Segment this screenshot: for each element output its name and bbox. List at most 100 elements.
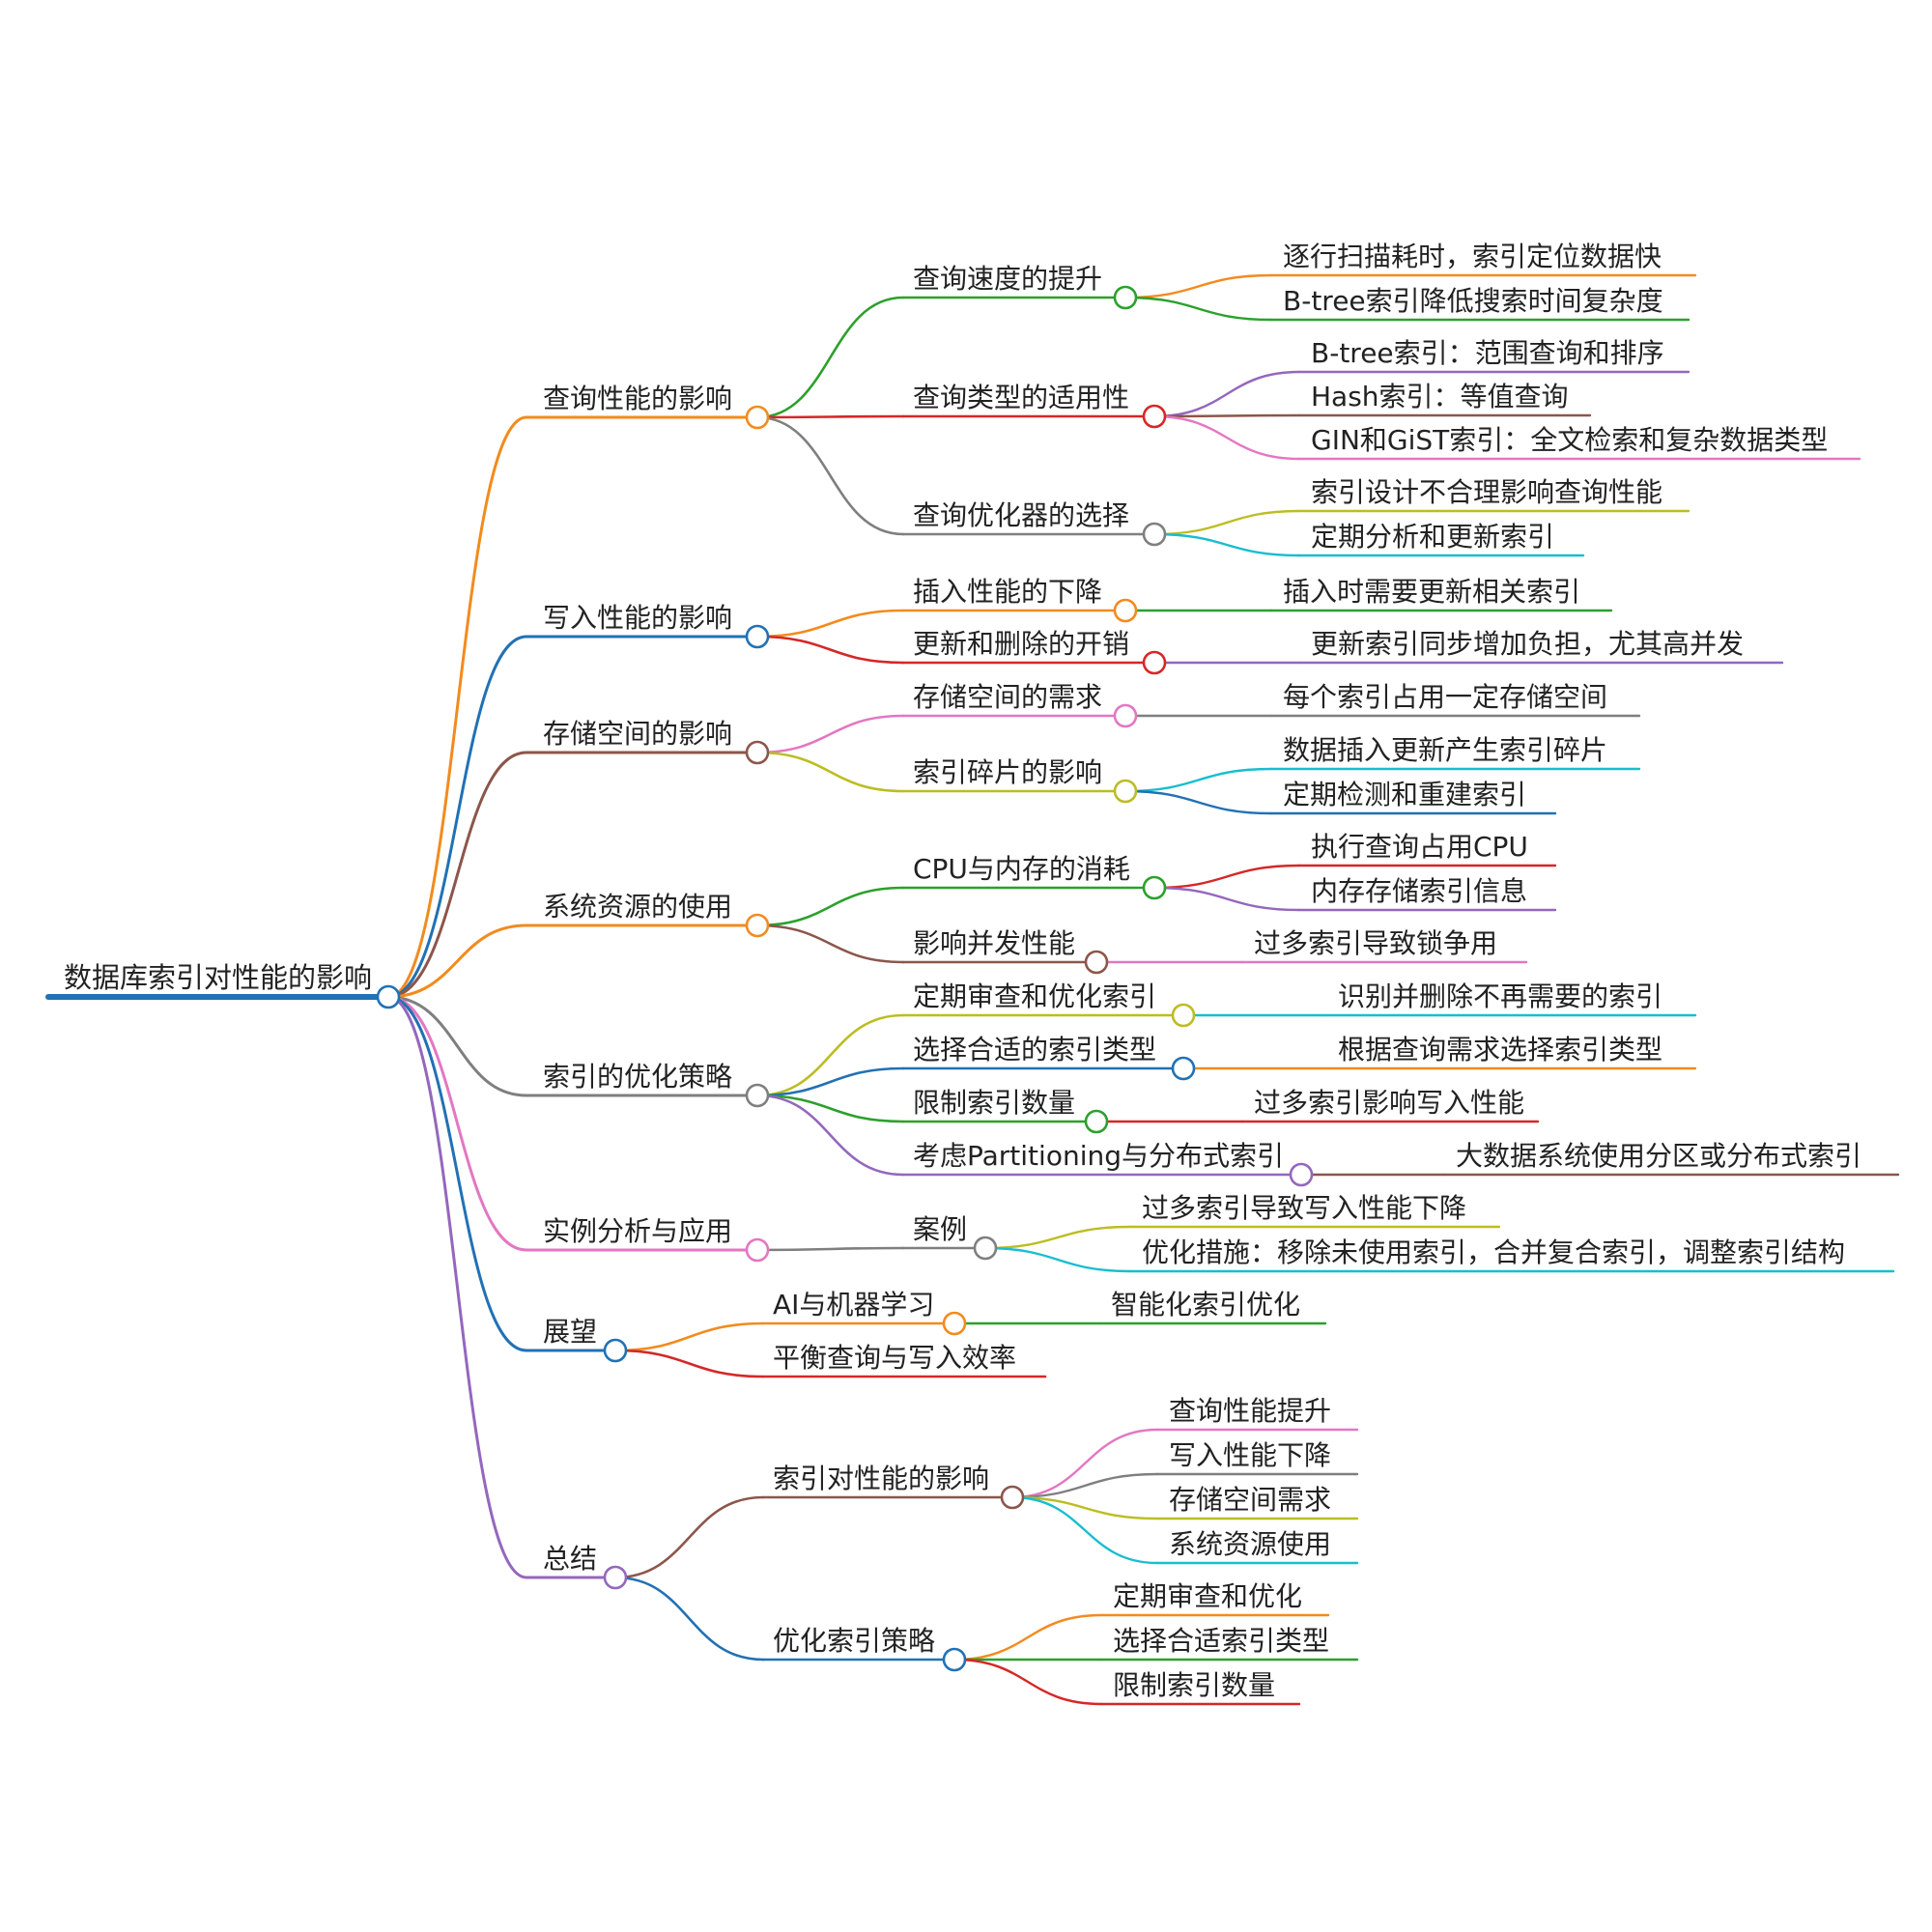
detail-label: 逐行扫描耗时，索引定位数据快 — [1283, 241, 1662, 272]
subtopic-node[interactable] — [1113, 703, 1138, 728]
detail-label: 过多索引导致锁争用 — [1254, 927, 1497, 959]
detail-label: 根据查询需求选择索引类型 — [1338, 1034, 1662, 1065]
subtopic-connector — [755, 635, 905, 665]
subtopic-label: 选择合适的索引类型 — [913, 1034, 1156, 1065]
subtopic-label: 考虑Partitioning与分布式索引 — [913, 1140, 1284, 1172]
branch-node[interactable] — [745, 624, 770, 649]
subtopic-node[interactable] — [1142, 650, 1167, 675]
branch-node[interactable] — [745, 1237, 770, 1263]
branch-label: 索引的优化策略 — [543, 1061, 732, 1093]
subtopic-connector — [755, 296, 905, 419]
detail-connector — [1152, 886, 1301, 912]
subtopic-node[interactable] — [1171, 1056, 1196, 1081]
subtopic-connector — [755, 1094, 905, 1177]
root-label: 数据库索引对性能的影响 — [64, 961, 372, 994]
detail-label: 定期检测和重建索引 — [1283, 779, 1526, 810]
node-circle-layer — [376, 285, 1314, 1672]
branch-node[interactable] — [745, 740, 770, 765]
detail-connector — [1123, 767, 1273, 793]
underline-layer — [45, 273, 1900, 1706]
branch-connector — [386, 751, 528, 999]
label-layer: 数据库索引对性能的影响 查询性能的影响 查询速度的提升 逐行扫描耗时，索引定位数据快 B… — [64, 241, 1861, 1701]
subtopic-node[interactable] — [942, 1311, 967, 1336]
subtopic-connector — [755, 751, 905, 793]
detail-connector — [1152, 509, 1301, 536]
detail-label: 写入性能下降 — [1169, 1439, 1331, 1471]
subtopic-node[interactable] — [973, 1236, 998, 1261]
branch-node[interactable] — [603, 1565, 628, 1590]
subtopic-node[interactable] — [1289, 1162, 1314, 1187]
subtopic-connector — [755, 609, 905, 639]
detail-connector — [1123, 296, 1273, 322]
connector-layer — [386, 273, 1446, 1706]
branch-label: 总结 — [543, 1543, 597, 1575]
subtopic-node[interactable] — [1113, 779, 1138, 804]
subtopic-connector — [755, 886, 905, 927]
branch-connector — [386, 995, 528, 1097]
detail-label: 定期分析和更新索引 — [1311, 521, 1554, 553]
branch-label: 查询性能的影响 — [543, 383, 732, 414]
branch-node[interactable] — [745, 913, 770, 938]
subtopic-node[interactable] — [1113, 598, 1138, 623]
detail-label: 优化措施：移除未使用索引，合并复合索引，调整索引结构 — [1142, 1236, 1845, 1268]
subtopic-node[interactable] — [942, 1647, 967, 1672]
subtopic-connector — [613, 1576, 765, 1662]
subtopic-label: CPU与内存的消耗 — [913, 853, 1130, 885]
branch-node[interactable] — [603, 1338, 628, 1363]
detail-label: GIN和GiST索引：全文检索和复杂数据类型 — [1311, 424, 1828, 456]
detail-connector — [983, 1225, 1132, 1250]
branch-node[interactable] — [745, 1083, 770, 1108]
subtopic-node[interactable] — [1142, 522, 1167, 547]
subtopic-connector — [755, 1013, 905, 1097]
detail-label: 限制索引数量 — [1113, 1669, 1275, 1701]
subtopic-connector — [755, 923, 905, 964]
subtopic-connector — [755, 414, 905, 419]
detail-label: 系统资源使用 — [1169, 1528, 1331, 1560]
detail-label: 数据插入更新产生索引碎片 — [1283, 734, 1607, 766]
branch-label: 展望 — [543, 1316, 597, 1348]
subtopic-connector — [755, 714, 905, 754]
subtopic-connector — [755, 1066, 905, 1097]
subtopic-label: 查询优化器的选择 — [913, 499, 1129, 531]
subtopic-connector — [613, 1321, 765, 1352]
subtopic-connector — [613, 1349, 765, 1378]
detail-connector — [1152, 864, 1301, 890]
branch-connector — [386, 995, 528, 1579]
detail-label: 定期审查和优化 — [1113, 1580, 1302, 1612]
subtopic-node[interactable] — [1000, 1485, 1025, 1510]
detail-connector — [1152, 414, 1301, 461]
branch-label: 存储空间的影响 — [543, 718, 732, 750]
subtopic-label: 影响并发性能 — [913, 927, 1075, 959]
detail-connector — [1123, 789, 1273, 815]
subtopic-node[interactable] — [1142, 875, 1167, 900]
detail-label: 每个索引占用一定存储空间 — [1283, 681, 1607, 713]
subtopic-label: 查询速度的提升 — [913, 263, 1102, 295]
subtopic-label: 索引碎片的影响 — [913, 756, 1102, 788]
branch-connector — [386, 415, 528, 999]
detail-label: B-tree索引降低搜索时间复杂度 — [1283, 285, 1663, 317]
subtopic-node[interactable] — [1084, 1109, 1109, 1134]
detail-connector — [1010, 1495, 1159, 1565]
branch-node[interactable] — [745, 405, 770, 430]
detail-label: 查询性能提升 — [1169, 1395, 1331, 1427]
branch-connector — [386, 995, 528, 1352]
subtopic-label: 索引对性能的影响 — [773, 1463, 989, 1494]
detail-connector — [952, 1658, 1103, 1706]
detail-label: B-tree索引：范围查询和排序 — [1311, 337, 1664, 369]
root-node[interactable] — [376, 984, 401, 1009]
detail-label: 过多索引导致写入性能下降 — [1142, 1192, 1466, 1224]
branch-connector — [386, 995, 528, 1252]
subtopic-node[interactable] — [1142, 404, 1167, 429]
subtopic-label: 查询类型的适用性 — [913, 382, 1129, 413]
branch-connector — [386, 635, 528, 999]
detail-connector — [952, 1613, 1103, 1662]
subtopic-node[interactable] — [1113, 285, 1138, 310]
detail-label: 过多索引影响写入性能 — [1254, 1087, 1524, 1119]
subtopic-node[interactable] — [1171, 1003, 1196, 1028]
subtopic-connector — [613, 1495, 765, 1579]
detail-connector — [1152, 370, 1301, 418]
subtopic-node[interactable] — [1084, 950, 1109, 975]
branch-label: 写入性能的影响 — [543, 602, 732, 634]
detail-label: 索引设计不合理影响查询性能 — [1311, 476, 1662, 508]
